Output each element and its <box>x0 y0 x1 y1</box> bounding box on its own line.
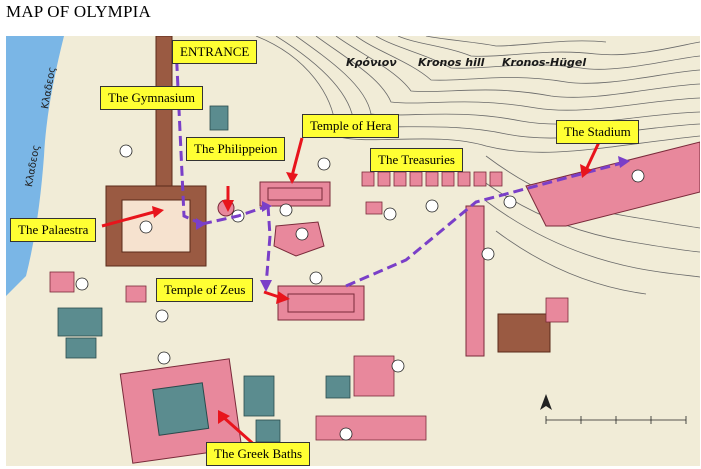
echo-stoa <box>465 205 485 357</box>
label-philippeion[interactable]: The Philippeion <box>186 137 286 161</box>
hill-label-german: Kronos-Hügel <box>502 56 587 69</box>
label-gymnasium[interactable]: The Gymnasium <box>100 86 204 110</box>
route-arrowheads <box>196 156 630 292</box>
gymnasium-colonnade <box>156 36 172 186</box>
map: Κρόνιον Kronos hill Kronos-Hügel Κλαδεος… <box>6 36 700 466</box>
label-greek-baths[interactable]: The Greek Baths <box>206 442 311 466</box>
temple-of-zeus-building <box>277 285 365 321</box>
label-entrance[interactable]: ENTRANCE <box>172 40 258 64</box>
label-stadium[interactable]: The Stadium <box>556 120 639 144</box>
treasuries-buildings <box>361 171 503 187</box>
scale-bar <box>545 416 687 424</box>
hill-label-greek: Κρόνιον <box>346 56 397 69</box>
site-number-markers <box>75 144 645 441</box>
stadium-building <box>525 141 700 227</box>
workshop-building <box>497 313 551 353</box>
temple-of-hera-building <box>259 181 331 207</box>
hill-label-english: Kronos hill <box>418 56 485 69</box>
label-temple-of-hera[interactable]: Temple of Hera <box>302 114 400 138</box>
bath-ruins <box>57 105 351 443</box>
misc-buildings <box>49 201 569 441</box>
page-title: MAP OF OLYMPIA <box>6 2 151 21</box>
label-palaestra[interactable]: The Palaestra <box>10 218 97 242</box>
label-treasuries[interactable]: The Treasuries <box>370 148 463 172</box>
olympia-site-plan <box>6 36 700 466</box>
north-arrow <box>540 394 552 410</box>
label-temple-of-zeus[interactable]: Temple of Zeus <box>156 278 254 302</box>
